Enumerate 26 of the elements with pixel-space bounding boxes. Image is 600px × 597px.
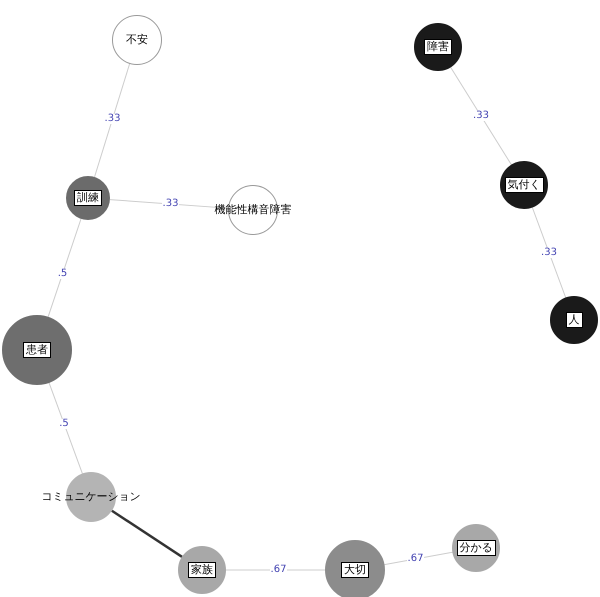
node-label: 大切 — [341, 562, 369, 578]
edge-label: .33 — [472, 111, 490, 121]
connector-line — [109, 199, 229, 209]
node-label: コミュニケーション — [40, 490, 142, 504]
node-label: 家族 — [188, 562, 216, 578]
edge-label: .5 — [56, 269, 68, 279]
connector-line — [48, 382, 83, 474]
edge-label: .33 — [540, 248, 558, 258]
connector-line — [48, 218, 82, 318]
edge-label: .5 — [58, 418, 70, 428]
node-label: 障害 — [424, 39, 452, 55]
node-label: 不安 — [125, 33, 149, 47]
node-label: 患者 — [23, 342, 51, 358]
edge-label: .67 — [406, 554, 424, 564]
node-label: 気付く — [504, 177, 544, 193]
node-label: 訓練 — [74, 190, 102, 206]
edge-label: .33 — [162, 199, 180, 209]
connector-line — [111, 510, 183, 558]
connector-line — [94, 63, 130, 178]
edge-label: .33 — [104, 114, 122, 124]
node-label: 分かる — [456, 540, 496, 556]
node-label: 機能性構音障害 — [214, 203, 292, 217]
edge-label: .67 — [270, 565, 288, 575]
node-label: 人 — [566, 312, 582, 328]
connector-line — [450, 66, 512, 166]
connector-line — [532, 207, 566, 298]
